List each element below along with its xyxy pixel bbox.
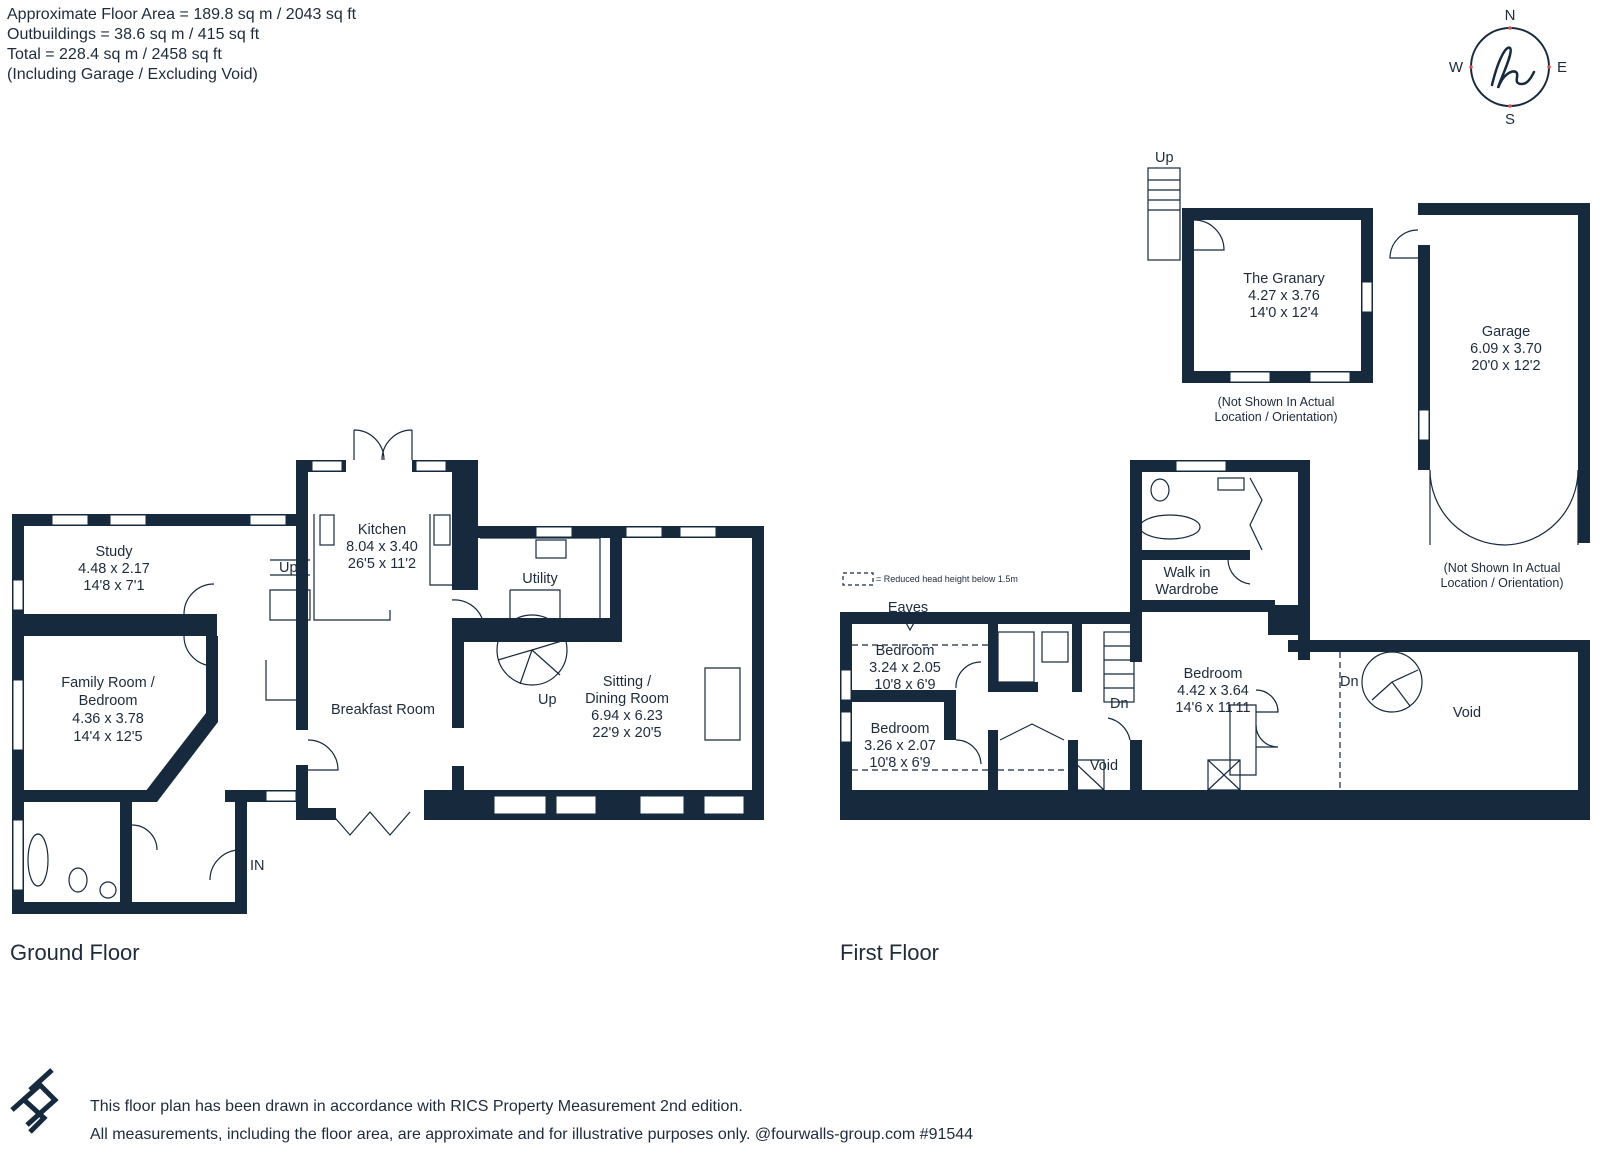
compass-w: W [1449,59,1464,76]
floor-area-summary: Approximate Floor Area = 189.8 sq m / 20… [7,5,356,85]
stair-up-label: Up [1155,150,1174,166]
outbuilding-fixtures [1147,167,1579,546]
compass-icon: N S W E [1449,7,1567,128]
stair-down-label: Dn [1110,696,1129,712]
area-line: (Including Garage / Excluding Void) [7,66,258,83]
ground-windows [12,460,745,891]
area-line: Total = 228.4 sq m / 2458 sq ft [7,46,222,63]
compass-e: E [1557,59,1567,76]
void-label: Void [1453,705,1481,721]
first-floor-title: First Floor [840,940,939,965]
ground-floor-title: Ground Floor [10,940,140,965]
head-height-legend: = Reduced head height below 1.5m [876,574,1018,584]
area-line: Outbuildings = 38.6 sq m / 415 sq ft [7,26,260,43]
utility-label: Utility [522,571,558,587]
stair-up-label: Up [279,560,298,576]
compass-n: N [1505,7,1516,24]
fourwalls-logo-icon [10,1068,59,1134]
first-floor-walls [840,460,1590,820]
area-line: Approximate Floor Area = 189.8 sq m / 20… [7,6,357,23]
footer-line-2: All measurements, including the floor ar… [90,1126,974,1143]
eaves-label: Eaves [888,600,928,616]
stair-down-label: Dn [1340,674,1359,690]
breakfast-room-label: Breakfast Room [331,702,435,718]
entrance-label: IN [250,858,265,874]
void-small-label: Void [1090,758,1118,774]
compass-s: S [1505,111,1515,128]
ground-fixtures [27,429,741,899]
stair-up-label: Up [538,692,557,708]
first-floor-fixtures [842,477,1423,791]
footer-line-1: This floor plan has been drawn in accord… [90,1098,743,1115]
stair-labels: Up Up Up Dn Dn IN [250,150,1359,874]
